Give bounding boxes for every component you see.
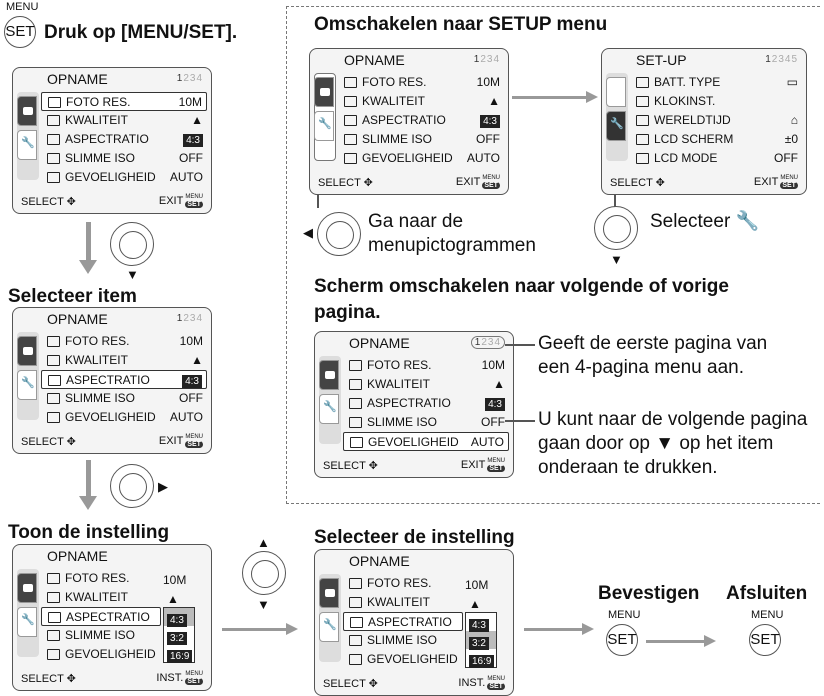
arrow-down <box>86 460 91 500</box>
note-next-page: U kunt naar de volgende pagina <box>538 409 808 430</box>
setup-row[interactable]: KLOKINST. <box>630 92 802 111</box>
menu-row[interactable]: FOTO RES.10M <box>343 356 509 375</box>
arrow-right <box>646 640 706 643</box>
menu-row[interactable]: FOTO RES. <box>343 574 463 593</box>
menu-row[interactable]: ASPECTRATIO <box>41 607 161 626</box>
setup-row[interactable]: LCD SCHERM±0 <box>630 130 802 149</box>
note-first-page-2: een 4-pagina menu aan. <box>538 357 744 378</box>
wrench-icon: 🔧 <box>735 211 760 232</box>
caption-goto-icons-2: menupictogrammen <box>368 235 536 256</box>
menu-row[interactable]: KWALITEIT▲ <box>41 351 207 370</box>
menu-row[interactable]: FOTO RES. <box>41 569 161 588</box>
aspect-options[interactable]: 4:3 3:2 16:9 <box>163 607 195 663</box>
dial-updown[interactable] <box>242 551 286 595</box>
screen-setup: SET-UP 12345 BATT. TYPE▭ KLOKINST. WEREL… <box>601 48 807 195</box>
caption-select-wrench: Selecteer 🔧 <box>650 211 760 232</box>
arrow-down <box>86 222 91 264</box>
screen-show-setting: OPNAME FOTO RES. KWALITEIT ASPECTRATIO S… <box>12 544 212 691</box>
menu-row[interactable]: SLIMME ISO <box>41 626 161 645</box>
arrow-right <box>524 628 584 631</box>
caption-goto-icons: Ga naar de <box>368 211 464 232</box>
screen-opname-2: OPNAME 1234 FOTO RES.10M KWALITEIT▲ ASPE… <box>12 307 212 454</box>
note-next-page-3: onderaan te drukken. <box>538 457 718 478</box>
menu-row[interactable]: KWALITEIT▲ <box>41 111 207 130</box>
menu-title: OPNAME <box>47 71 108 87</box>
note-first-page: Geeft de eerste pagina van <box>538 333 768 354</box>
menu-row[interactable]: GEVOELIGHEID <box>343 650 463 669</box>
step-confirm: Bevestigen <box>598 583 700 604</box>
menu-row[interactable]: FOTO RES.10M <box>41 92 207 111</box>
left-arrow-icon: ◀ <box>303 225 313 240</box>
menu-row[interactable]: KWALITEIT <box>41 588 161 607</box>
arrow-right <box>222 628 288 631</box>
select-hint: SELECT ✥ <box>21 196 76 208</box>
step-exit: Afsluiten <box>726 583 808 604</box>
note-next-page-2: gaan door op ▼ op het item <box>538 433 774 454</box>
dial-right[interactable] <box>110 464 154 508</box>
step-select-setting: Selecteer de instelling <box>314 527 515 548</box>
menu-row[interactable]: KWALITEIT <box>343 593 463 612</box>
step-show-setting: Toon de instelling <box>8 522 170 543</box>
menu-label: MENU <box>6 1 39 13</box>
setup-section-border <box>286 6 820 504</box>
menu-row[interactable]: SLIMME ISO <box>343 631 463 650</box>
setup-row[interactable]: BATT. TYPE▭ <box>630 73 802 92</box>
screen-opname-tabs: OPNAME 1234 FOTO RES.10M KWALITEIT▲ ASPE… <box>309 48 509 195</box>
menu-row[interactable]: FOTO RES.10M <box>338 73 504 92</box>
step-select-item: Selecteer item <box>8 286 137 307</box>
page-indicator: 1234 <box>176 73 203 84</box>
dial-left[interactable] <box>317 212 361 256</box>
dial-down[interactable] <box>110 222 154 266</box>
set-label: SET <box>5 23 35 40</box>
step-press-menu-set: Druk op [MENU/SET]. <box>44 22 238 43</box>
setup-section-title: Omschakelen naar SETUP menu <box>314 14 608 35</box>
exit-set-button[interactable]: SET <box>749 624 781 656</box>
menu-row[interactable]: ASPECTRATIO <box>343 612 463 631</box>
dial-select[interactable] <box>594 206 638 250</box>
screen-page-switch: OPNAME 1234 FOTO RES.10M KWALITEIT▲ ASPE… <box>314 331 514 478</box>
confirm-set-button[interactable]: SET <box>606 624 638 656</box>
aspect-options[interactable]: 4:3 3:2 16:9 <box>465 612 497 668</box>
page-switch-title: Scherm omschakelen naar volgende of vori… <box>314 276 729 297</box>
screen-opname-1: OPNAME 1234 FOTO RES.10M KWALITEIT▲ ASPE… <box>12 67 212 214</box>
menu-row[interactable]: KWALITEIT▲ <box>343 375 509 394</box>
menu-row[interactable]: FOTO RES.10M <box>41 332 207 351</box>
menu-set-button[interactable]: SET <box>4 16 36 48</box>
screen-select-setting: OPNAME FOTO RES. KWALITEIT ASPECTRATIO S… <box>314 549 514 696</box>
page-switch-title-2: pagina. <box>314 302 381 323</box>
menu-row[interactable]: KWALITEIT▲ <box>338 92 504 111</box>
menu-row[interactable]: GEVOELIGHEID <box>41 645 161 664</box>
setup-row[interactable]: WERELDTIJD⌂ <box>630 111 802 130</box>
arrow-right <box>512 96 588 99</box>
